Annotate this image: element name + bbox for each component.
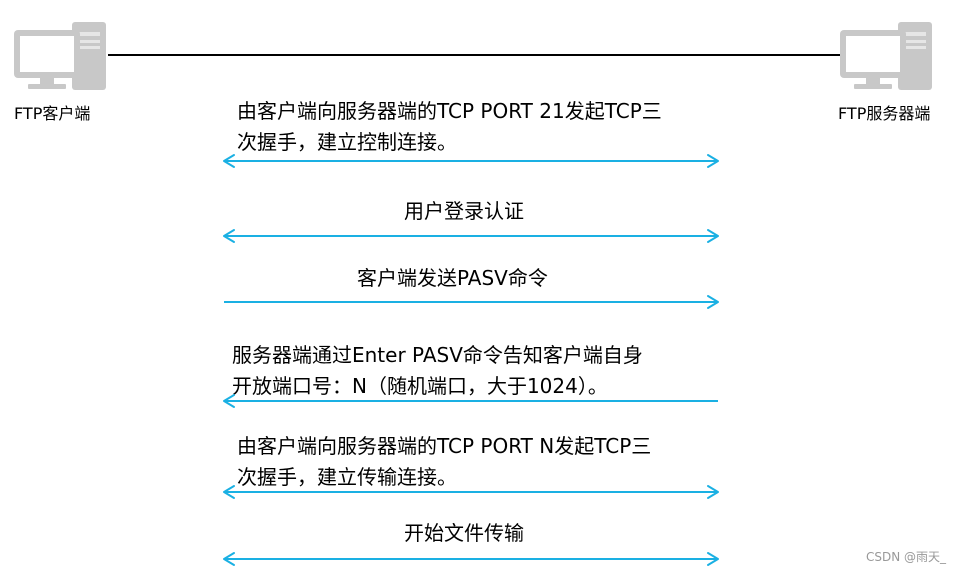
step-4-line-2: 开放端口号：N（随机端口，大于1024）。 <box>232 374 608 398</box>
step-5-arrow <box>223 485 719 499</box>
server-computer-icon <box>840 22 932 90</box>
arrowhead-right <box>707 552 719 566</box>
client-computer-icon <box>14 22 106 90</box>
arrowhead-right <box>707 154 719 168</box>
watermark: CSDN @雨天_ <box>865 550 946 564</box>
arrowhead-left <box>223 154 235 168</box>
arrowhead-left <box>223 485 235 499</box>
arrowhead-left <box>223 394 235 408</box>
step-1-arrow <box>223 154 719 168</box>
step-1-text: 由客户端向服务器端的TCP PORT 21发起TCP三 次握手，建立控制连接。 <box>237 96 662 158</box>
step-5-text: 由客户端向服务器端的TCP PORT N发起TCP三 次握手，建立传输连接。 <box>237 431 651 493</box>
step-2-text: 用户登录认证 <box>404 196 524 227</box>
arrowhead-right <box>707 295 719 309</box>
arrowhead-right <box>707 485 719 499</box>
step-5-line-2: 次握手，建立传输连接。 <box>237 465 457 489</box>
step-1-line-1: 由客户端向服务器端的TCP PORT 21发起TCP三 <box>237 99 662 123</box>
step-2-arrow <box>223 229 719 243</box>
step-3-arrow <box>224 295 719 309</box>
step-4-text: 服务器端通过Enter PASV命令告知客户端自身 开放端口号：N（随机端口，大… <box>232 340 643 402</box>
step-6-arrow <box>223 552 719 566</box>
arrowhead-left <box>223 552 235 566</box>
step-1-line-2: 次握手，建立控制连接。 <box>237 130 457 154</box>
step-3-text: 客户端发送PASV命令 <box>357 263 548 294</box>
arrowhead-left <box>223 229 235 243</box>
arrowhead-right <box>707 229 719 243</box>
step-3-line-1: 客户端发送PASV命令 <box>357 266 548 290</box>
step-4-line-1: 服务器端通过Enter PASV命令告知客户端自身 <box>232 343 643 367</box>
step-4-arrow <box>223 394 718 408</box>
step-2-line-1: 用户登录认证 <box>404 199 524 223</box>
step-6-text: 开始文件传输 <box>404 518 524 549</box>
step-5-line-1: 由客户端向服务器端的TCP PORT N发起TCP三 <box>237 434 652 458</box>
server-label: FTP服务器端 <box>838 104 931 123</box>
client-label: FTP客户端 <box>14 104 91 123</box>
step-6-line-1: 开始文件传输 <box>404 521 524 545</box>
